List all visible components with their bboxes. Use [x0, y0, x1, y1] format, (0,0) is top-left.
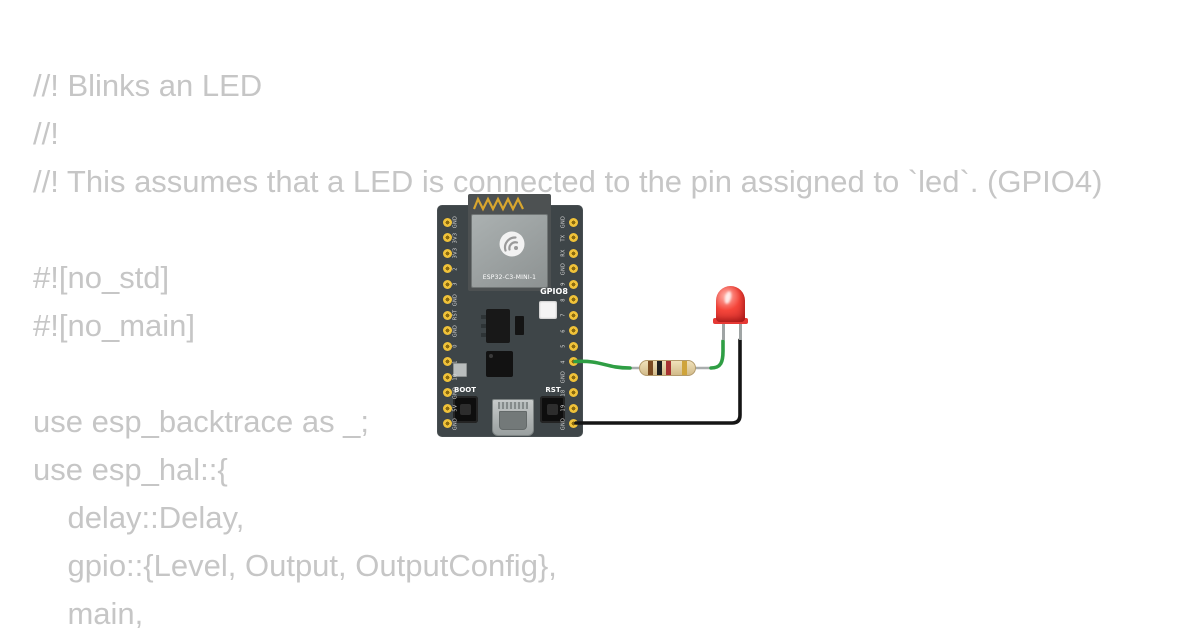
pin-left-0-8[interactable] [442, 341, 452, 351]
pin-right-TX-1[interactable] [568, 233, 578, 242]
pin-right-7-6[interactable] [568, 310, 578, 320]
resistor-band-1 [648, 361, 653, 375]
resistor-band-2 [657, 361, 662, 375]
pin-right-GND-13[interactable] [568, 419, 578, 428]
pin-right-GND-0[interactable] [568, 217, 578, 227]
module-label: ESP32-C3-MINI-1 [482, 274, 537, 281]
reset-button[interactable] [540, 396, 565, 423]
led-dome [716, 286, 745, 322]
pin-left-GND-13[interactable] [442, 419, 452, 428]
resistor[interactable] [639, 360, 696, 376]
pin-left-10-10[interactable] [442, 372, 452, 382]
led-anode-leg [722, 320, 725, 340]
espressif-logo-icon [499, 231, 525, 257]
pin-left-3V3-2[interactable] [442, 248, 452, 258]
pin-right-RX-2[interactable] [568, 248, 578, 258]
voltage-regulator [481, 309, 510, 343]
usb-port-opening [499, 411, 527, 430]
pin-right-18-11[interactable] [568, 388, 578, 397]
resistor-band-4 [682, 361, 687, 375]
boot-button-label: BOOT [453, 386, 476, 394]
pin-left-RST-6[interactable] [442, 310, 452, 320]
gpio8-onboard-led[interactable] [539, 301, 557, 319]
antenna-trace-icon [472, 196, 524, 212]
wire-gpio4-to-resistor[interactable] [573, 359, 632, 370]
pin-right-5-8[interactable] [568, 341, 578, 351]
pin-left-GND-0[interactable] [442, 217, 452, 227]
boot-button[interactable] [453, 396, 478, 423]
code-line: main, [33, 596, 144, 630]
usb-connector [492, 399, 534, 436]
module-metal-shield: ESP32-C3-MINI-1 [471, 214, 548, 288]
code-line: //! [33, 116, 59, 151]
pin-left-5V-12[interactable] [442, 403, 452, 413]
pin-left-GND-5[interactable] [442, 295, 452, 304]
pin-right-9-4[interactable] [568, 279, 578, 289]
code-line: #![no_main] [33, 308, 195, 343]
resistor-band-3 [666, 361, 671, 375]
pin-left-3V3-1[interactable] [442, 233, 452, 242]
code-line: delay::Delay, [33, 500, 245, 535]
code-line: #![no_std] [33, 260, 170, 295]
gpio8-label: GPIO8 [540, 287, 568, 296]
pin-right-19-12[interactable] [568, 403, 578, 413]
usb-shield-ridges [498, 402, 528, 409]
pin-left-3-4[interactable] [442, 279, 452, 289]
led-red[interactable] [713, 286, 749, 342]
wire-led-cathode-to-gnd[interactable] [574, 338, 742, 425]
code-line: use esp_backtrace as _; [33, 404, 370, 439]
pin-right-8-5[interactable] [568, 295, 578, 304]
pin-left-1-9[interactable] [442, 357, 452, 366]
code-background: //! Blinks an LED //! //! This assumes t… [33, 62, 1200, 630]
led-cathode-leg [739, 320, 742, 340]
code-line: //! Blinks an LED [33, 68, 263, 103]
wire-resistor-to-led-anode[interactable] [709, 339, 725, 370]
pin-left-GND-7[interactable] [442, 326, 452, 335]
esp32-c3-mini-module: ESP32-C3-MINI-1 [468, 194, 551, 291]
pin-right-GND-10[interactable] [568, 372, 578, 382]
code-line: //! This assumes that a LED is connected… [33, 164, 1103, 199]
pin-left-2-3[interactable] [442, 264, 452, 273]
code-line: use esp_hal::{ [33, 452, 228, 487]
reset-button-label: RST [545, 386, 561, 394]
crystal-oscillator [453, 363, 467, 377]
pin-right-4-9[interactable] [568, 357, 578, 366]
pin-left-GND-11[interactable] [442, 388, 452, 397]
code-line: gpio::{Level, Output, OutputConfig}, [33, 548, 557, 583]
flash-chip [486, 351, 513, 377]
capacitor [515, 316, 524, 335]
pin-right-6-7[interactable] [568, 326, 578, 335]
pin-right-GND-3[interactable] [568, 264, 578, 273]
led-highlight [723, 290, 733, 305]
